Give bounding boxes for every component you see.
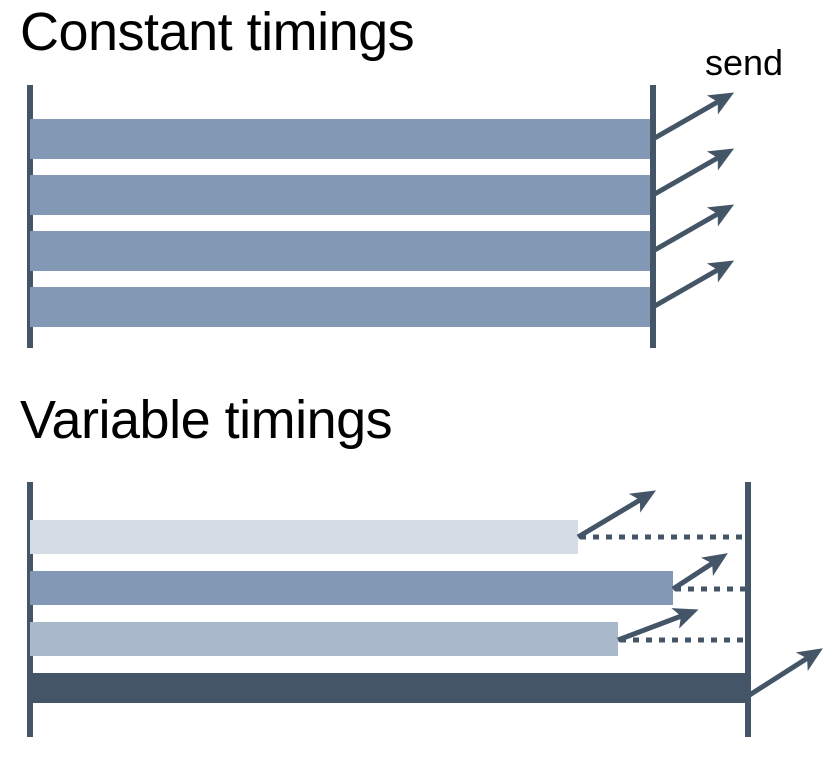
left-axis-constant: [27, 85, 33, 348]
left-axis-variable: [27, 482, 33, 737]
bar-constant-3: [30, 231, 650, 271]
bar-variable-2: [30, 571, 673, 605]
panel-constant-timings: Constant timings send: [0, 0, 830, 380]
bar-constant-4: [30, 287, 650, 327]
right-axis-variable: [745, 482, 751, 737]
bar-constant-1: [30, 119, 650, 159]
send-label: send: [705, 42, 784, 83]
page-title-variable: Variable timings: [20, 390, 393, 450]
bar-constant-2: [30, 175, 650, 215]
page-title-constant: Constant timings: [20, 2, 415, 62]
bar-variable-3: [30, 622, 618, 656]
panel-variable-timings: Variable timings: [0, 380, 830, 766]
bar-variable-4: [30, 673, 748, 703]
bar-variable-1: [30, 520, 578, 554]
